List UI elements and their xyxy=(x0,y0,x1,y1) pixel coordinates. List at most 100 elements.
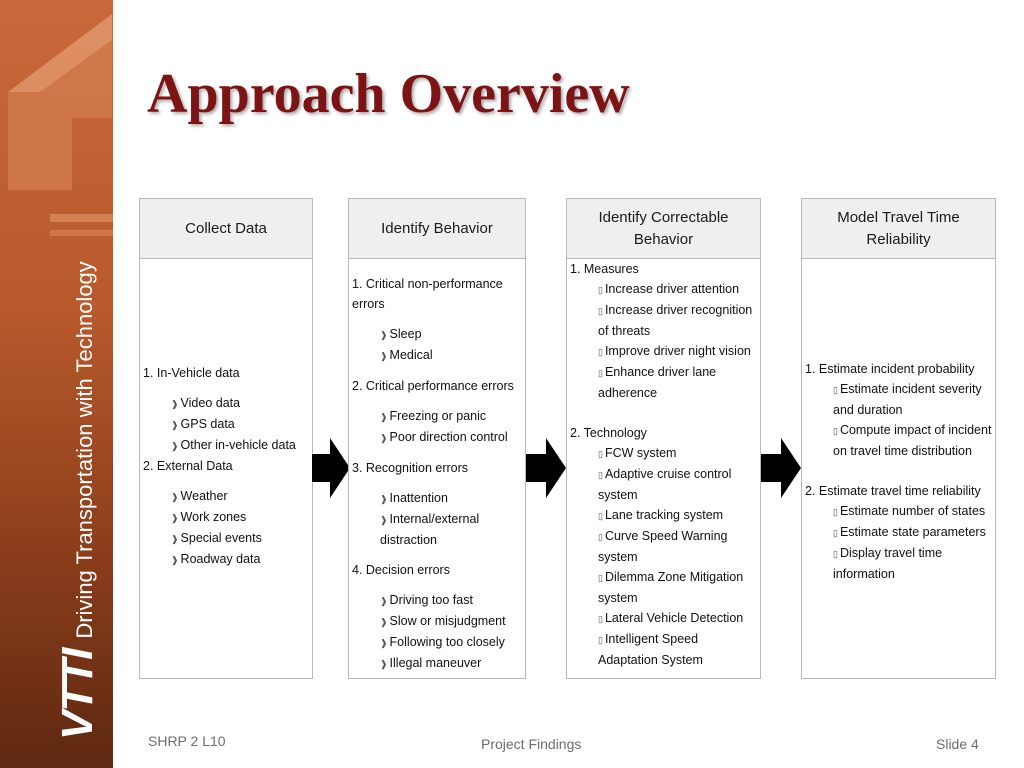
bullet-icon: ❱ xyxy=(380,412,388,422)
bullet-icon: ❱ xyxy=(380,638,388,648)
list-item: 1. In-Vehicle data xyxy=(143,366,240,380)
column-header-identify-correctable-behavior: Identify Correctable Behavior xyxy=(566,198,761,259)
column-body-identify-correctable-behavior: 1. Measures ▯Increase driver attention ▯… xyxy=(566,258,761,679)
sub-item: ▯Estimate incident severity and duration xyxy=(833,382,982,417)
bullet-icon: ▯ xyxy=(598,511,603,521)
column-body-identify-behavior: 1. Critical non-performance errors ❱Slee… xyxy=(348,258,526,679)
right-arrow-icon xyxy=(761,438,801,498)
sub-item: ❱GPS data xyxy=(171,417,235,431)
list-item: 1. Estimate incident probability xyxy=(805,362,975,376)
sub-item: ❱Internal/external distraction xyxy=(380,512,480,547)
bullet-icon: ❱ xyxy=(380,596,388,606)
bullet-icon: ▯ xyxy=(598,635,603,645)
list-item: 2. Critical performance errors xyxy=(352,379,514,393)
sub-item: ❱Poor direction control xyxy=(380,430,508,444)
sub-item: ▯Increase driver attention xyxy=(598,282,740,296)
bullet-icon: ❱ xyxy=(380,617,388,627)
sub-item: ▯Lateral Vehicle Detection xyxy=(598,611,744,625)
sub-item: ❱Medical xyxy=(380,348,433,362)
column-content: 1. In-Vehicle data ❱Video data ❱GPS data… xyxy=(143,363,309,570)
bullet-icon: ❱ xyxy=(171,492,179,502)
sub-item: ❱Roadway data xyxy=(171,552,261,566)
sub-item: ❱Special events xyxy=(171,531,262,545)
sub-item: ▯Improve driver night vision xyxy=(598,344,751,358)
bullet-icon: ❱ xyxy=(380,659,388,669)
footer-slide-number: Slide 4 xyxy=(936,736,979,752)
sub-item: ❱Slow or misjudgment xyxy=(380,614,506,628)
bullet-icon: ▯ xyxy=(598,285,603,295)
sub-item: ▯Display travel time information xyxy=(833,546,943,581)
page-title: Approach Overview xyxy=(147,63,630,125)
bullet-icon: ❱ xyxy=(171,441,179,451)
column-body-collect-data: 1. In-Vehicle data ❱Video data ❱GPS data… xyxy=(139,258,313,679)
sub-item: ▯Dilemma Zone Mitigation system xyxy=(598,570,744,605)
column-header-label: Identify Behavior xyxy=(381,219,493,237)
bullet-icon: ▯ xyxy=(833,426,838,436)
column-header-label: Collect Data xyxy=(185,219,267,237)
bullet-icon: ▯ xyxy=(598,573,603,583)
sub-item: ▯Estimate number of states xyxy=(833,504,986,518)
footer-section: Project Findings xyxy=(481,736,582,752)
bullet-icon: ❱ xyxy=(171,513,179,523)
bullet-icon: ❱ xyxy=(171,399,179,409)
list-item: 1. Critical non-performance errors xyxy=(352,277,503,311)
number-one-graphic xyxy=(8,14,113,236)
column-header-identify-behavior: Identify Behavior xyxy=(348,198,526,259)
sub-item: ❱Following too closely xyxy=(380,635,505,649)
sub-item: ❱Inattention xyxy=(380,491,448,505)
sub-item: ▯Lane tracking system xyxy=(598,508,724,522)
bullet-icon: ▯ xyxy=(598,347,603,357)
bullet-icon: ❱ xyxy=(171,420,179,430)
sub-item: ❱Work zones xyxy=(171,510,247,524)
bullet-icon: ▯ xyxy=(833,507,838,517)
sidebar-banner: VTTI Driving Transportation with Technol… xyxy=(0,0,113,768)
bullet-icon: ▯ xyxy=(598,532,603,542)
sidebar-tagline: Driving Transportation with Technology xyxy=(72,261,97,639)
sub-item: ▯Increase driver recognition of threats xyxy=(598,303,753,338)
list-item: 2. Technology xyxy=(570,426,647,440)
sub-item: ▯Enhance driver lane adherence xyxy=(598,365,717,400)
sub-item: ❱Freezing or panic xyxy=(380,409,487,423)
sub-item: ❱Weather xyxy=(171,489,228,503)
sub-item: ❱Video data xyxy=(171,396,241,410)
bullet-icon: ❱ xyxy=(171,555,179,565)
bullet-icon: ▯ xyxy=(598,449,603,459)
bullet-icon: ❱ xyxy=(171,534,179,544)
bullet-icon: ▯ xyxy=(833,528,838,538)
sub-item: ❱Sleep xyxy=(380,327,422,341)
sidebar-branding: VTTI Driving Transportation with Technol… xyxy=(53,261,102,740)
list-item: 3. Recognition errors xyxy=(352,461,469,475)
column-header-collect-data: Collect Data xyxy=(139,198,313,259)
bullet-icon: ▯ xyxy=(598,368,603,378)
sub-item: ▯Adaptive cruise control system xyxy=(598,467,732,502)
list-item: 4. Decision errors xyxy=(352,563,450,577)
sub-item: ▯Curve Speed Warning system xyxy=(598,529,728,564)
right-arrow-icon xyxy=(312,438,350,498)
sub-item: ❱Illegal maneuver xyxy=(380,656,482,670)
column-header-model-travel-time-reliability: Model Travel Time Reliability xyxy=(801,198,996,259)
bullet-icon: ▯ xyxy=(833,549,838,559)
column-header-label: Identify Correctable Behavior xyxy=(598,208,729,248)
list-item: 2. Estimate travel time reliability xyxy=(805,484,981,498)
bullet-icon: ▯ xyxy=(598,614,603,624)
bullet-icon: ▯ xyxy=(598,306,603,316)
bullet-icon: ❱ xyxy=(380,515,388,525)
column-content: 1. Estimate incident probability ▯Estima… xyxy=(805,359,992,584)
bullet-icon: ▯ xyxy=(833,385,838,395)
bullet-icon: ▯ xyxy=(598,470,603,480)
column-content: 1. Measures ▯Increase driver attention ▯… xyxy=(570,259,757,670)
bullet-icon: ❱ xyxy=(380,351,388,361)
sub-item: ▯Compute impact of incident on travel ti… xyxy=(833,423,992,458)
column-body-model-travel-time-reliability: 1. Estimate incident probability ▯Estima… xyxy=(801,258,996,679)
column-content: 1. Critical non-performance errors ❱Slee… xyxy=(352,274,522,674)
sub-item: ▯Intelligent Speed Adaptation System xyxy=(598,632,703,667)
sub-item: ❱Driving too fast xyxy=(380,593,473,607)
bullet-icon: ❱ xyxy=(380,330,388,340)
sub-item: ▯FCW system xyxy=(598,446,677,460)
bullet-icon: ❱ xyxy=(380,433,388,443)
list-item: 2. External Data xyxy=(143,459,233,473)
bullet-icon: ❱ xyxy=(380,494,388,504)
right-arrow-icon xyxy=(526,438,566,498)
vtti-logo: VTTI xyxy=(53,648,102,740)
footer-project-code: SHRP 2 L10 xyxy=(148,733,226,749)
